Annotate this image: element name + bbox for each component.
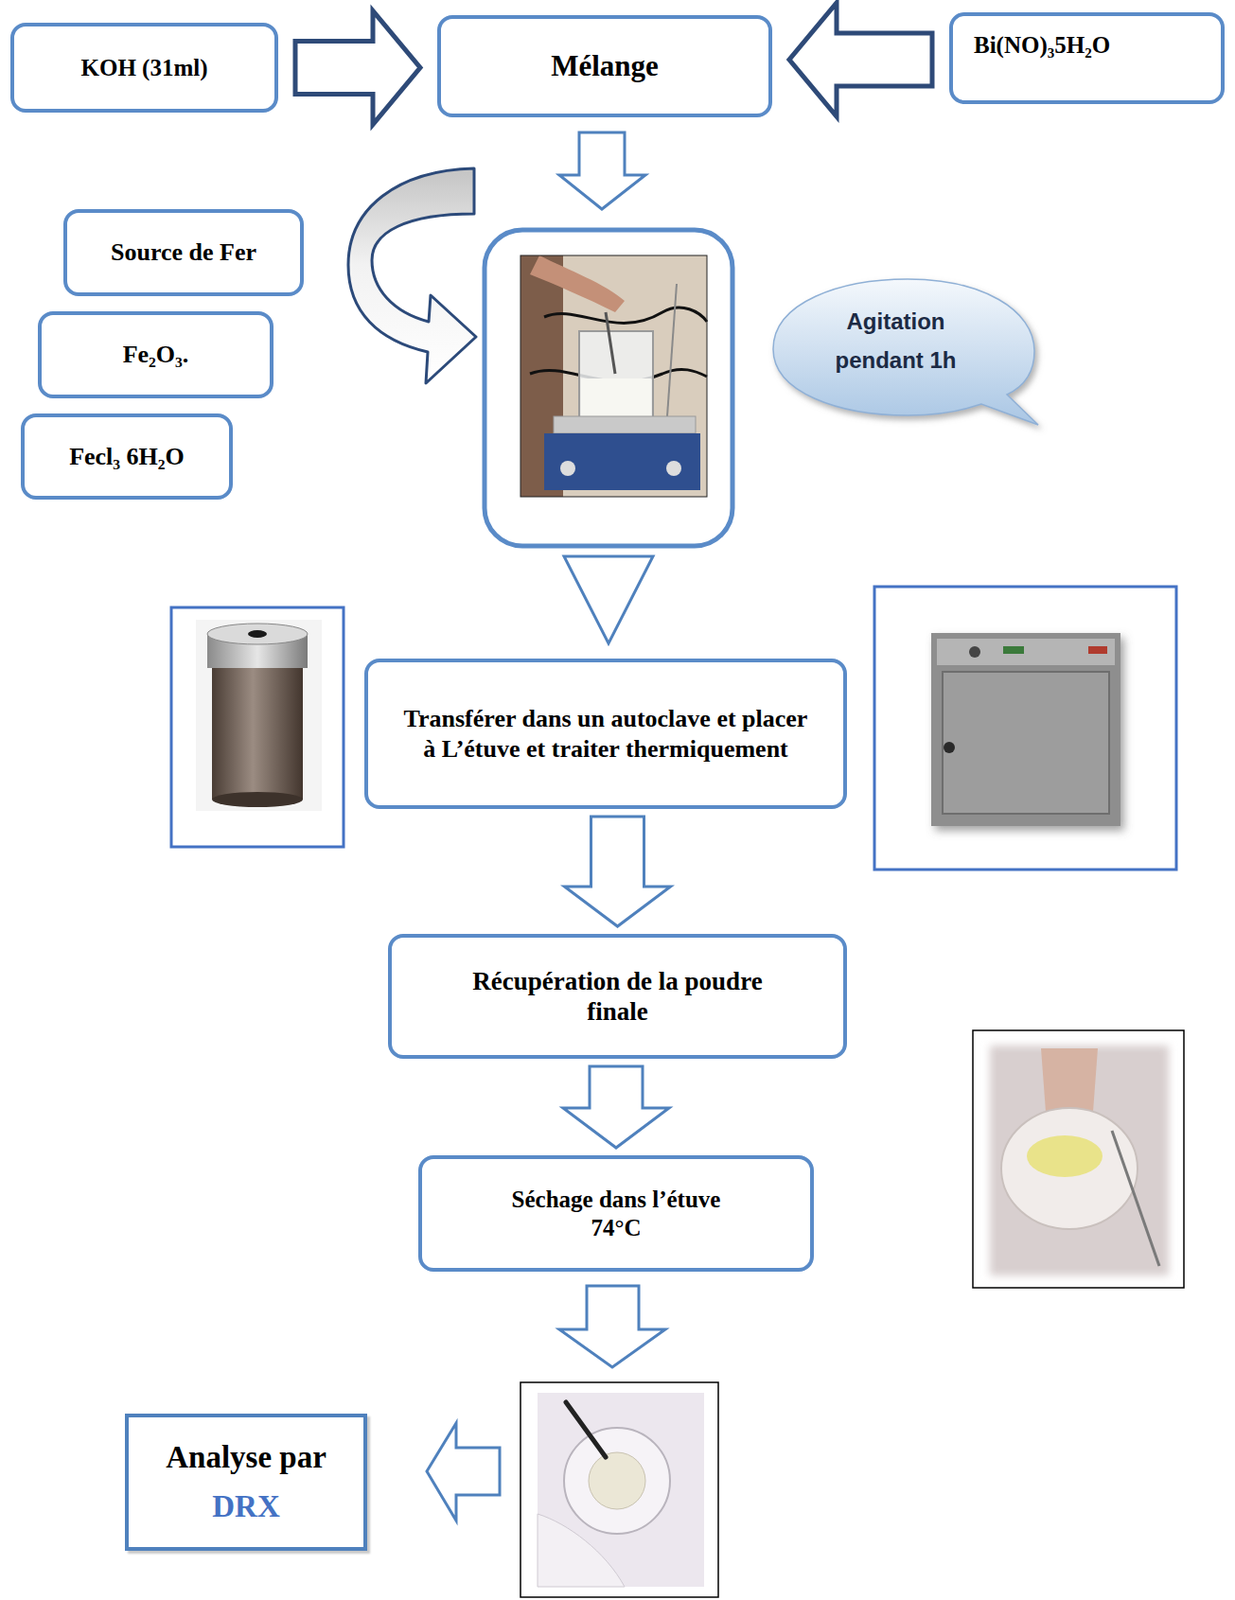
probe: [605, 312, 616, 374]
cable: [544, 307, 707, 324]
dish: [1001, 1108, 1138, 1230]
dish-photo: [989, 1045, 1169, 1276]
stirrer-base: [544, 433, 701, 491]
reagent-box: Fecl₃ 6H₂O: [20, 413, 233, 500]
block-arrow: [563, 1066, 670, 1148]
oven-body: [931, 633, 1121, 827]
sample: [588, 1452, 646, 1510]
photo-ground: [989, 1045, 1169, 1276]
photo-frame: [874, 586, 1177, 870]
photo-frame: [484, 229, 733, 547]
block-arrow: [789, 2, 933, 117]
node-label: Fe₂O₃.: [123, 339, 190, 370]
source-box: Source de Fer: [63, 209, 304, 297]
liquid: [581, 378, 652, 417]
oven-photo: [931, 633, 1121, 827]
node-sublabel: DRX: [211, 1488, 281, 1527]
stirring-photo: [520, 255, 707, 497]
down-triangle: [564, 556, 653, 644]
autoclave-hole: [247, 630, 267, 638]
oven-panel: [936, 638, 1115, 666]
process-box: Séchage dans l’étuve 74°C: [418, 1155, 814, 1272]
photo-border: [520, 255, 707, 497]
photo-frame: [520, 1382, 719, 1598]
node-label: Analyse par: [165, 1439, 327, 1478]
down-arrow: [559, 1286, 666, 1368]
node-label: Source de Fer: [110, 237, 257, 267]
block-arrow: [295, 11, 421, 125]
process-box: Transférer dans un autoclave et placer à…: [364, 658, 847, 810]
node-label: Récupération de la poudre finale: [447, 966, 789, 1028]
process-box: Mélange: [437, 15, 773, 118]
knob: [560, 460, 576, 477]
down-arrow: [559, 132, 646, 210]
beaker: [579, 331, 653, 419]
node-label: Agitation pendant 1h: [812, 302, 979, 381]
reagent-box: KOH (31ml): [10, 22, 279, 113]
hand: [529, 255, 625, 313]
autoclave-top: [207, 623, 308, 645]
block-arrow: [564, 816, 671, 927]
oven-display: [1003, 646, 1024, 654]
photo-ground: [537, 1393, 705, 1588]
node-label: Bi(NO)₃5H₂O: [973, 31, 1111, 60]
oven-handle: [943, 741, 955, 754]
autoclave-photo: [195, 619, 322, 812]
autoclave-body: [211, 662, 303, 800]
sample-holder: [564, 1428, 671, 1535]
photo-ground: [195, 619, 322, 812]
analysis-box: Analyse parDRX: [124, 1413, 368, 1552]
bubble-outline: [773, 279, 1039, 425]
reagent-box: Bi(NO)₃5H₂O: [949, 12, 1225, 105]
oven-label: [1088, 646, 1108, 654]
curved-arrow: [348, 168, 477, 384]
node-label: Fecl₃ 6H₂O: [69, 441, 185, 472]
spatula: [565, 1402, 606, 1458]
left-arrow: [426, 1423, 500, 1521]
stirrer-top: [553, 416, 696, 434]
autoclave-bottom: [211, 792, 303, 808]
needle: [1111, 1130, 1160, 1267]
photo-ground: [520, 255, 707, 497]
node-label: Transférer dans un autoclave et placer à…: [402, 704, 810, 763]
thermometer: [667, 283, 677, 417]
node-label: Mélange: [550, 48, 659, 84]
node-label: KOH (31ml): [80, 53, 208, 83]
sample-photo: [537, 1393, 705, 1588]
finger: [1040, 1048, 1098, 1112]
oven-door: [942, 671, 1110, 814]
node-label: Séchage dans l’étuve 74°C: [483, 1185, 749, 1243]
knob: [666, 460, 682, 477]
yellow-powder: [1026, 1135, 1103, 1178]
reagent-box: Fe₂O₃.: [37, 311, 274, 399]
photo-frame: [972, 1030, 1184, 1288]
process-box: Récupération de la poudre finale: [388, 934, 847, 1059]
oven-knob: [969, 646, 981, 658]
photo-frame: [171, 607, 344, 847]
speech-bubble: Agitation pendant 1h: [765, 273, 1041, 429]
